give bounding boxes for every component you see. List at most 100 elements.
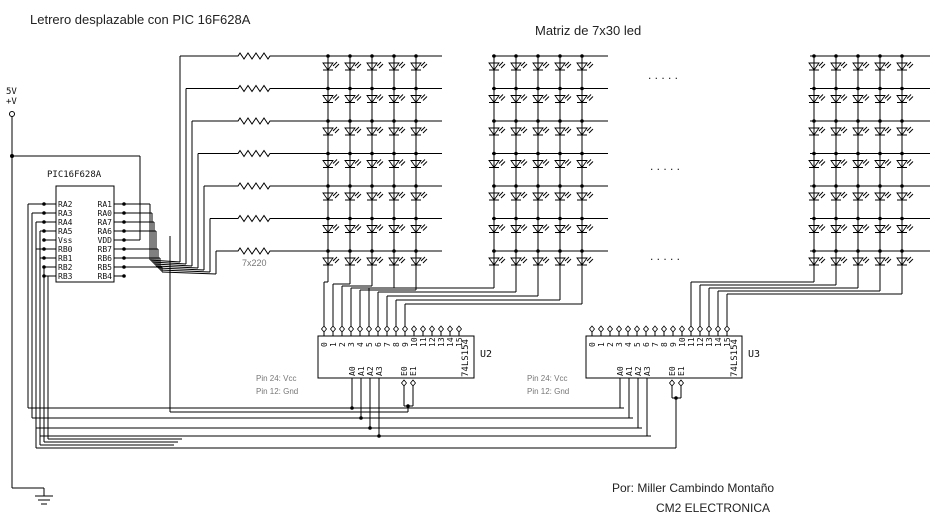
ellipsis-mid: . . . . .	[650, 159, 680, 173]
supply-voltage: 5V	[6, 87, 17, 97]
led	[830, 256, 848, 266]
decoder-output-pin	[410, 325, 418, 333]
decoder-output-pin	[428, 325, 436, 333]
decoder-output-label: 2	[338, 342, 347, 347]
led	[874, 159, 892, 169]
decoder-output-pin	[642, 325, 650, 333]
decoder-enable-pin	[668, 379, 676, 387]
decoder-u3-gnd-note: Pin 12: Gnd	[527, 387, 569, 396]
decoder-output-pin	[455, 325, 463, 333]
decoder-enable-label: E1	[677, 366, 686, 376]
decoder-output-pin	[374, 325, 382, 333]
decoder-output-label: 13	[705, 337, 714, 347]
decoder-output-pin	[624, 325, 632, 333]
decoder-output-label: 4	[356, 342, 365, 347]
led	[510, 94, 528, 104]
decoder-u2-id: U2	[480, 349, 492, 360]
led	[576, 224, 594, 234]
led	[896, 256, 914, 266]
led	[830, 94, 848, 104]
decoder-output-label: 1	[329, 342, 338, 347]
pic-pin-label: VDD	[98, 236, 113, 245]
led	[410, 256, 428, 266]
led	[532, 256, 550, 266]
led	[510, 126, 528, 136]
resistor-6	[234, 214, 274, 223]
led	[576, 256, 594, 266]
pic-chip: PIC16F628A RA2RA3RA4RA5VssRB0RB1RB2RB3RA…	[42, 170, 126, 283]
led-matrix	[274, 54, 930, 269]
resistors-label: 7x220	[242, 258, 267, 268]
led	[488, 256, 506, 266]
led	[896, 224, 914, 234]
pic-pin-label: RB6	[98, 254, 113, 263]
led	[488, 61, 506, 71]
decoder-input-label: A3	[375, 366, 384, 376]
decoder-enable-pin	[400, 379, 408, 387]
led	[554, 159, 572, 169]
decoder-output-pin	[705, 325, 713, 333]
decoder-output-pin	[437, 325, 445, 333]
decoder-u3-part: 74LS154	[730, 339, 740, 377]
decoder-output-label: 11	[687, 337, 696, 347]
decoder-output-label: 3	[347, 342, 356, 347]
led	[366, 191, 384, 201]
junction-dot	[368, 426, 372, 430]
led	[366, 61, 384, 71]
led	[532, 94, 550, 104]
led	[410, 224, 428, 234]
junction-dot	[359, 416, 363, 420]
pic-pin-label: RA2	[58, 200, 73, 209]
led	[410, 191, 428, 201]
led	[576, 61, 594, 71]
led	[554, 94, 572, 104]
pic-pin-label: RB1	[58, 254, 73, 263]
pic-pin-dot	[122, 274, 126, 278]
led	[808, 94, 826, 104]
junction-dot	[377, 434, 381, 438]
ground-symbol	[12, 487, 53, 505]
resistor-5	[234, 182, 274, 190]
led	[344, 191, 362, 201]
decoder-output-pin	[329, 325, 337, 333]
led	[830, 61, 848, 71]
author-credit: Por: Miller Cambindo Montaño	[612, 481, 774, 495]
led	[852, 126, 870, 136]
led	[532, 126, 550, 136]
decoder-output-pin	[383, 325, 391, 333]
led	[852, 191, 870, 201]
led	[808, 256, 826, 266]
led	[344, 224, 362, 234]
decoder-output-label: 9	[401, 342, 410, 347]
decoder-output-pin	[660, 325, 668, 333]
led	[554, 256, 572, 266]
decoder-output-pin	[446, 325, 454, 333]
decoder-output-label: 5	[365, 342, 374, 347]
led	[852, 159, 870, 169]
led	[488, 94, 506, 104]
decoder-output-label: 8	[392, 342, 401, 347]
decoder-output-label: 6	[374, 342, 383, 347]
decoder-output-pin	[669, 325, 677, 333]
pic-pin-label: RB3	[58, 272, 73, 281]
decoder-output-label: 14	[714, 337, 723, 347]
pic-pin-label: RB4	[98, 272, 113, 281]
decoder-output-label: 1	[597, 342, 606, 347]
led	[322, 159, 340, 169]
led	[830, 224, 848, 234]
resistor-2	[234, 84, 274, 93]
pic-pin-dot	[122, 238, 126, 242]
led	[366, 159, 384, 169]
matrix-label: Matriz de 7x30 led	[535, 23, 641, 38]
pic-pin-label: RA7	[98, 218, 113, 227]
decoder-output-label: 15	[455, 337, 464, 347]
pic-pin-label: RA6	[98, 227, 113, 236]
led	[808, 61, 826, 71]
decoder-output-label: 10	[410, 337, 419, 347]
led	[532, 61, 550, 71]
led	[896, 126, 914, 136]
decoder-enable-label: E0	[400, 366, 409, 376]
decoder-u2-vcc-note: Pin 24: Vcc	[256, 374, 296, 383]
decoder-output-label: 11	[419, 337, 428, 347]
